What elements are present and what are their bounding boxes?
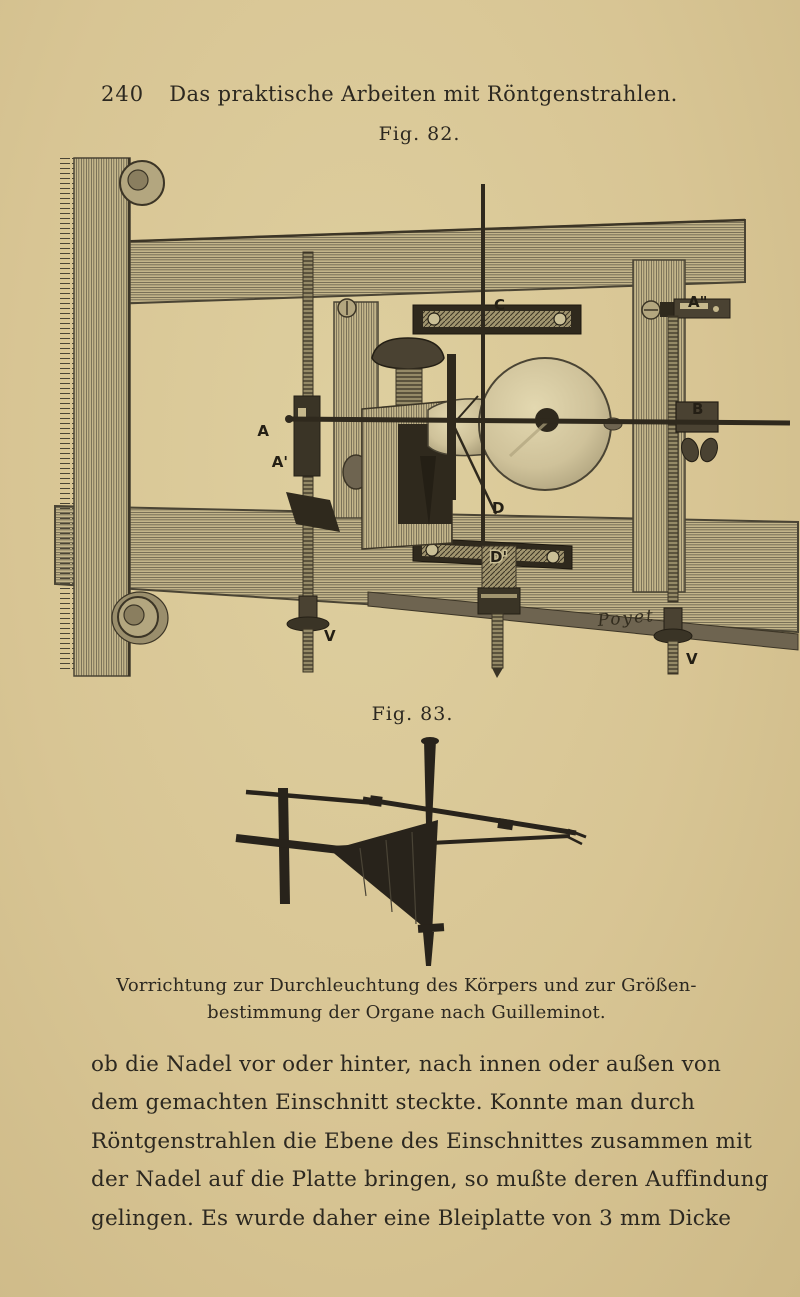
lead-plate-device [235,737,587,966]
top-slot-bar [412,304,582,335]
page-number: 240 [101,82,145,106]
label-c: C [494,296,505,314]
left-ruler-post [60,157,169,677]
fig82-engraving: A A' A" B C D D' V V Poyet [54,157,799,678]
top-knob [119,160,165,206]
fig83-engraving [235,737,587,966]
body-paragraph: ob die Nadel vor oder hinter, nach innen… [91,1046,769,1238]
caption-line-2: bestimmung der Organe nach Guilleminot. [207,1002,606,1023]
label-v-right: V [686,650,698,668]
label-a-doubleprime: A" [688,293,707,311]
right-threaded-rod [653,315,719,675]
rod-c [477,184,521,678]
left-threaded-rod [286,251,340,673]
bottom-knob [111,591,169,645]
caption-line-1: Vorrichtung zur Durchleuchtung des Körpe… [116,975,697,996]
body-line: gelingen. Es wurde daher eine Bleiplatte… [91,1205,732,1231]
page-header: 240 Das praktische Arbeiten mit Röntgens… [91,82,722,112]
label-a: A [257,422,269,440]
label-d: D [492,499,504,517]
body-line: Röntgenstrahlen die Ebene des Einschnitt… [91,1128,753,1154]
triangular-plate [330,820,438,934]
figure-caption: Vorrichtung zur Durchleuchtung des Körpe… [76,972,737,1026]
body-line: der Nadel auf die Platte bringen, so muß… [91,1167,769,1193]
label-a-prime: A' [272,453,288,471]
label-v-left: V [324,627,336,645]
fig82-label: Fig. 82. [378,123,461,145]
label-b: B [692,400,703,418]
xray-tube-bulb [427,357,623,491]
running-title: Das praktische Arbeiten mit Röntgenstrah… [169,82,678,106]
body-line: ob die Nadel vor oder hinter, nach innen… [91,1052,722,1077]
horizontal-rod-ab [285,354,791,515]
fig83-label: Fig. 83. [371,703,454,725]
label-d-prime: D' [490,548,507,566]
body-line: dem gemachten Einschnitt steckte. Konnte… [91,1090,695,1116]
pointer-a2 [660,298,731,319]
fig82-annotations: A A' A" B C D D' V V Poyet [257,293,707,668]
